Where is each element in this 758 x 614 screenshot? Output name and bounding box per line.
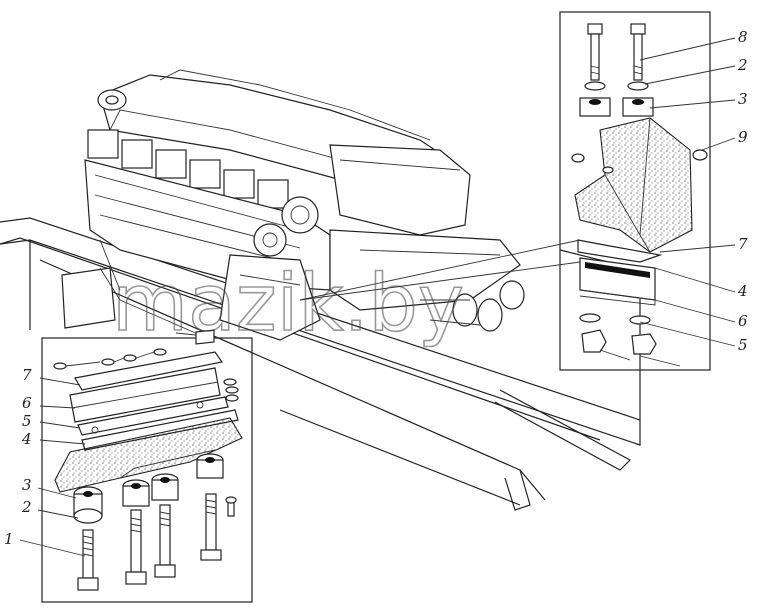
right-exploded-panel <box>299 11 736 371</box>
right-mounting-bracket <box>574 117 693 253</box>
right-callout-2: 2 <box>737 56 748 74</box>
left-callout-2: 2 <box>21 498 32 516</box>
left-callout-4: 4 <box>21 430 32 448</box>
rubber-pad-stack <box>69 351 239 451</box>
right-leader-lines <box>639 37 736 347</box>
right-callout-4: 4 <box>737 282 748 300</box>
right-callouts: 8 2 3 9 7 4 6 5 <box>737 28 748 354</box>
left-callout-7: 7 <box>22 366 32 384</box>
left-leader-lines <box>19 377 86 557</box>
rubber-bushings <box>73 453 224 524</box>
left-panel-frame <box>41 337 253 603</box>
watermark-text: mazik.by <box>112 259 464 349</box>
right-callout-9: 9 <box>738 128 748 146</box>
right-callout-5: 5 <box>738 336 748 354</box>
left-callout-6: 6 <box>22 394 32 412</box>
frame-rail <box>0 217 641 511</box>
left-callout-1: 1 <box>4 530 14 548</box>
engine-block <box>61 69 525 341</box>
left-callouts: 7 6 5 4 3 2 1 <box>4 366 32 548</box>
right-callout-7: 7 <box>738 235 748 253</box>
right-callout-6: 6 <box>738 312 748 330</box>
right-panel-frame <box>559 11 711 371</box>
left-callout-5: 5 <box>22 412 32 430</box>
left-exploded-panel <box>19 267 253 603</box>
left-callout-3: 3 <box>22 476 32 494</box>
right-callout-3: 3 <box>738 90 748 108</box>
mounting-bolts <box>77 493 237 591</box>
mounting-bracket <box>54 417 243 493</box>
right-callout-8: 8 <box>738 28 748 46</box>
